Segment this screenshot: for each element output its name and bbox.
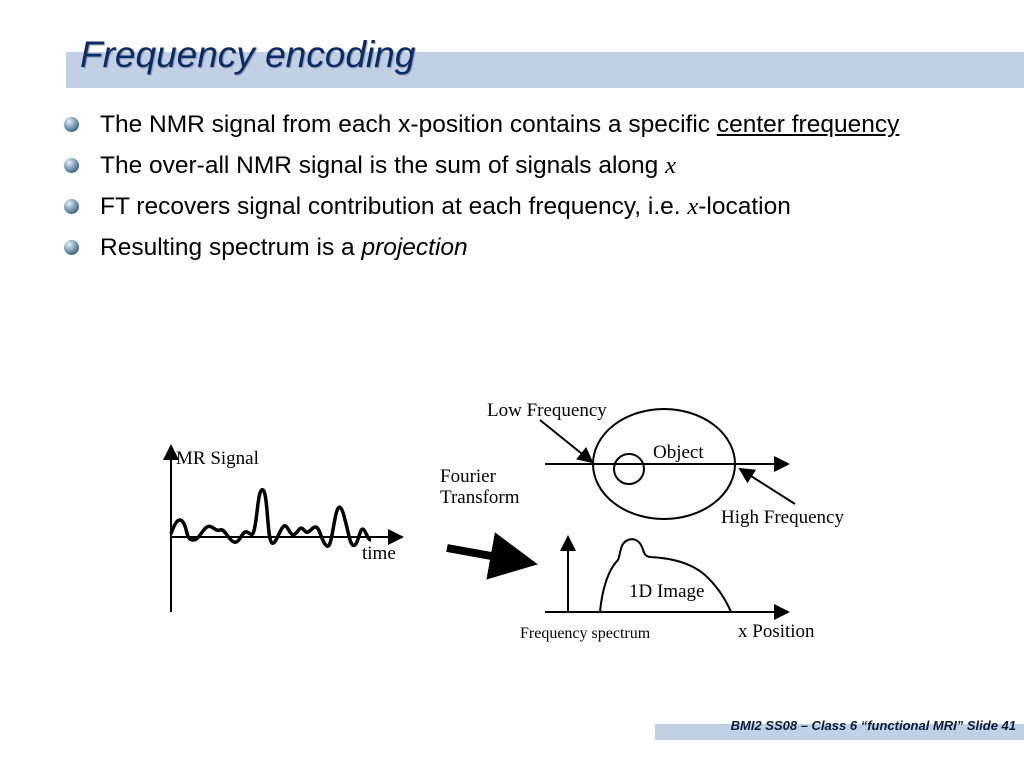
math-variable: x xyxy=(687,193,699,220)
bullet-text: The NMR signal from each x-position cont… xyxy=(100,111,717,138)
bullet-text-suffix: -location xyxy=(698,193,791,220)
bullet-item: FT recovers signal contribution at each … xyxy=(62,190,922,223)
underlined-term: center frequency xyxy=(716,111,900,138)
bullet-item: The over-all NMR signal is the sum of si… xyxy=(62,149,922,182)
bullet-sphere-icon xyxy=(64,117,79,132)
low-frequency-pointer xyxy=(539,419,594,464)
low-frequency-label: Low Frequency xyxy=(487,400,607,421)
bullet-text: Resulting spectrum is a xyxy=(100,234,362,261)
high-frequency-label: High Frequency xyxy=(721,507,844,528)
bullet-text: FT recovers signal contribution at each … xyxy=(100,193,688,220)
object-label: Object xyxy=(653,442,704,463)
bullet-item: Resulting spectrum is a projection xyxy=(62,231,922,264)
slide-title: Frequency encoding xyxy=(80,34,416,75)
bullet-sphere-icon xyxy=(64,199,79,214)
title-band xyxy=(66,52,1024,88)
fourier-label-line1: Fourier xyxy=(440,466,497,487)
fourier-label-line2: Transform xyxy=(440,487,520,508)
bullet-list: The NMR signal from each x-position cont… xyxy=(62,108,922,272)
frequency-spectrum-label: Frequency spectrum xyxy=(520,625,651,642)
mr-signal-label: MR Signal xyxy=(176,448,259,469)
footer-band xyxy=(655,724,1024,740)
object-ellipse xyxy=(592,408,736,520)
math-variable: x xyxy=(665,152,676,179)
high-frequency-pointer xyxy=(738,467,796,505)
bullet-sphere-icon xyxy=(64,240,79,255)
bullet-sphere-icon xyxy=(64,158,79,173)
x-position-label: x Position xyxy=(738,621,815,642)
transform-arrow xyxy=(446,532,538,580)
mr-signal-waveform xyxy=(169,488,372,548)
image-label: 1D Image xyxy=(629,581,704,602)
projection-curve xyxy=(599,538,732,613)
bullet-text: The over-all NMR signal is the sum of si… xyxy=(100,152,666,179)
emphasized-term: projection xyxy=(361,234,468,261)
slide-footer: BMI2 SS08 – Class 6 “functional MRI” Sli… xyxy=(730,718,1016,733)
bullet-item: The NMR signal from each x-position cont… xyxy=(62,108,922,141)
object-small-circle xyxy=(613,453,645,485)
time-label: time xyxy=(362,543,396,564)
